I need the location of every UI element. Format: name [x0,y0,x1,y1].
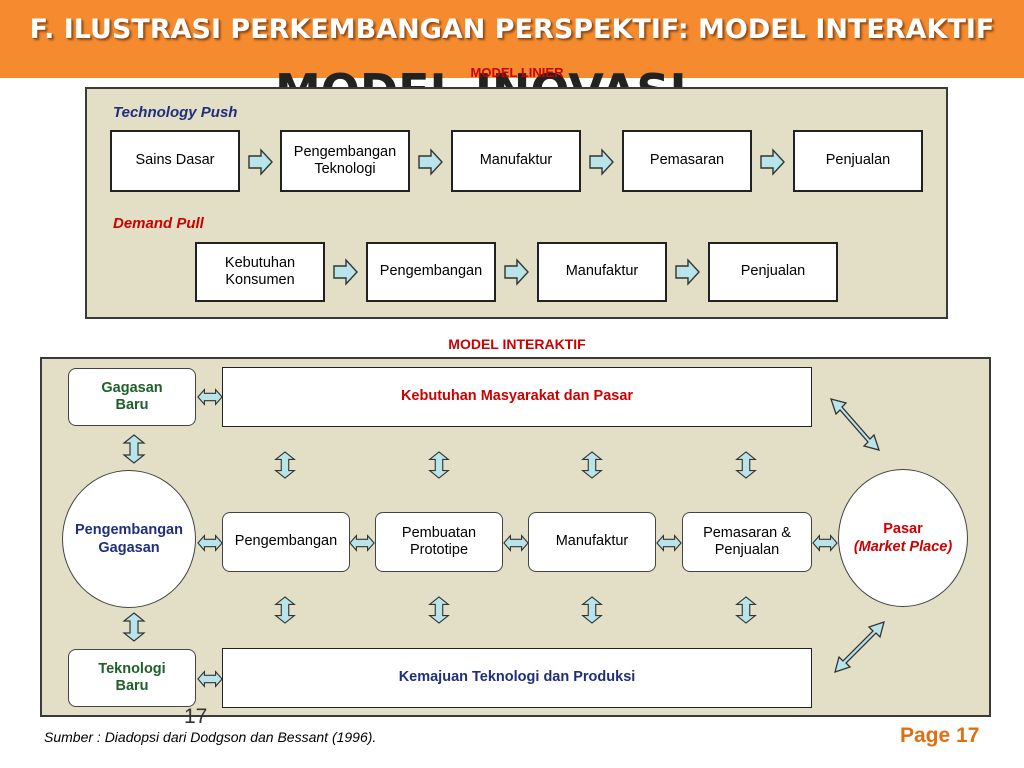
double-arrow-horizontal-icon [503,533,529,553]
double-arrow-vertical-icon [122,612,146,642]
interactive-model-title: MODEL INTERAKTIF [448,336,586,352]
linear-model-title: MODEL LINIER [470,65,564,80]
stage-pembuatan-prototipe-label: Pembuatan Prototipe [401,524,477,558]
pasar-label: Pasar [883,520,923,537]
technology-push-label: Technology Push [113,104,238,121]
pull-step-manufaktur: Manufaktur [537,242,667,302]
push-step-pengembangan-teknologi: Pengembangan Teknologi [280,130,410,192]
source-caption: Sumber : Diadopsi dari Dodgson dan Bessa… [44,729,377,745]
arrow-right-icon [502,258,530,286]
double-arrow-vertical-icon [580,451,604,479]
push-step-sains-dasar: Sains Dasar [110,130,240,192]
header-bar [0,0,1024,78]
push-step-penjualan: Penjualan [793,130,923,192]
double-arrow-horizontal-icon [656,533,682,553]
teknologi-baru-box: Teknologi Baru [68,649,196,707]
double-arrow-vertical-icon [273,596,297,624]
double-arrow-horizontal-icon [197,669,223,689]
kebutuhan-masyarakat-box: Kebutuhan Masyarakat dan Pasar [222,367,812,427]
gagasan-baru-box: Gagasan Baru [68,368,196,426]
demand-pull-label: Demand Pull [113,215,204,232]
teknologi-baru-label: Teknologi Baru [98,660,166,694]
double-arrow-vertical-icon [427,451,451,479]
pengembangan-gagasan-circle: Pengembangan Gagasan [62,470,196,608]
arrow-right-icon [416,148,444,176]
stage-manufaktur-box: Manufaktur [528,512,656,572]
pengembangan-gagasan-label: Pengembangan Gagasan [75,521,183,556]
double-arrow-vertical-icon [734,596,758,624]
double-arrow-horizontal-icon [349,533,375,553]
double-arrow-diagonal-icon [834,621,885,673]
arrow-right-icon [673,258,701,286]
page-number: Page 17 [900,724,980,747]
push-step-pemasaran: Pemasaran [622,130,752,192]
push-step-manufaktur: Manufaktur [451,130,581,192]
stage-pembuatan-prototipe-box: Pembuatan Prototipe [375,512,503,572]
pull-step-penjualan: Penjualan [708,242,838,302]
gagasan-baru-label: Gagasan Baru [101,379,163,413]
double-arrow-horizontal-icon [197,533,223,553]
pull-step-kebutuhan-konsumen: Kebutuhan Konsumen [195,242,325,302]
double-arrow-vertical-icon [273,451,297,479]
double-arrow-vertical-icon [734,451,758,479]
double-arrow-vertical-icon [580,596,604,624]
stage-pemasaran-penjualan-label: Pemasaran & Penjualan [703,524,791,558]
double-arrow-horizontal-icon [812,533,838,553]
double-arrow-vertical-icon [122,434,146,464]
arrow-right-icon [758,148,786,176]
stage-pengembangan-box: Pengembangan [222,512,350,572]
double-arrow-vertical-icon [427,596,451,624]
pasar-market-place-circle: Pasar (Market Place) [838,469,968,607]
slide-title: F. ILUSTRASI PERKEMBANGAN PERSPEKTIF: MO… [29,14,995,45]
double-arrow-horizontal-icon [197,387,223,407]
arrow-right-icon [246,148,274,176]
double-arrow-diagonal-icon [830,398,880,451]
slide-number: 17 [184,705,208,728]
stage-pemasaran-penjualan-box: Pemasaran & Penjualan [682,512,812,572]
arrow-right-icon [587,148,615,176]
arrow-right-icon [331,258,359,286]
market-place-label: (Market Place) [853,539,953,555]
pull-step-pengembangan: Pengembangan [366,242,496,302]
kemajuan-teknologi-box: Kemajuan Teknologi dan Produksi [222,648,812,708]
